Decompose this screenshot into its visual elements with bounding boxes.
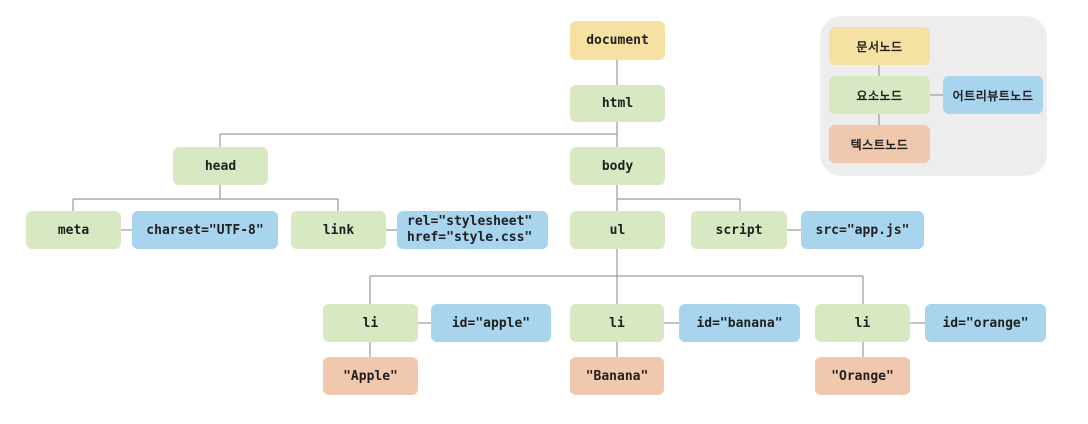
node-html: html	[570, 85, 665, 122]
link-rel-attr: rel="stylesheet"	[407, 214, 533, 229]
node-link: link	[291, 211, 386, 249]
node-text-orange: "Orange"	[815, 357, 910, 395]
node-text-banana: "Banana"	[570, 357, 664, 395]
node-li-apple-id: id="apple"	[431, 304, 551, 342]
node-text-apple: "Apple"	[323, 357, 418, 395]
node-li-orange-id: id="orange"	[925, 304, 1046, 342]
legend-element-node: 요소노드	[829, 76, 930, 114]
legend-attribute-node: 어트리뷰트노드	[943, 76, 1043, 114]
node-head: head	[173, 147, 268, 185]
node-script-src: src="app.js"	[801, 211, 924, 249]
node-li-orange: li	[815, 304, 910, 342]
node-li-banana-id: id="banana"	[679, 304, 800, 342]
legend-document-node: 문서노드	[829, 27, 930, 65]
node-meta: meta	[26, 211, 121, 249]
node-script: script	[691, 211, 787, 249]
link-href-attr: href="style.css"	[407, 230, 533, 245]
legend-text-node: 텍스트노드	[829, 125, 930, 163]
node-li-banana: li	[570, 304, 664, 342]
node-link-attrs: rel="stylesheet" href="style.css"	[397, 211, 548, 249]
node-li-apple: li	[323, 304, 418, 342]
node-ul: ul	[570, 211, 665, 249]
node-body: body	[570, 147, 665, 185]
node-document: document	[570, 21, 665, 60]
node-meta-charset: charset="UTF-8"	[132, 211, 278, 249]
